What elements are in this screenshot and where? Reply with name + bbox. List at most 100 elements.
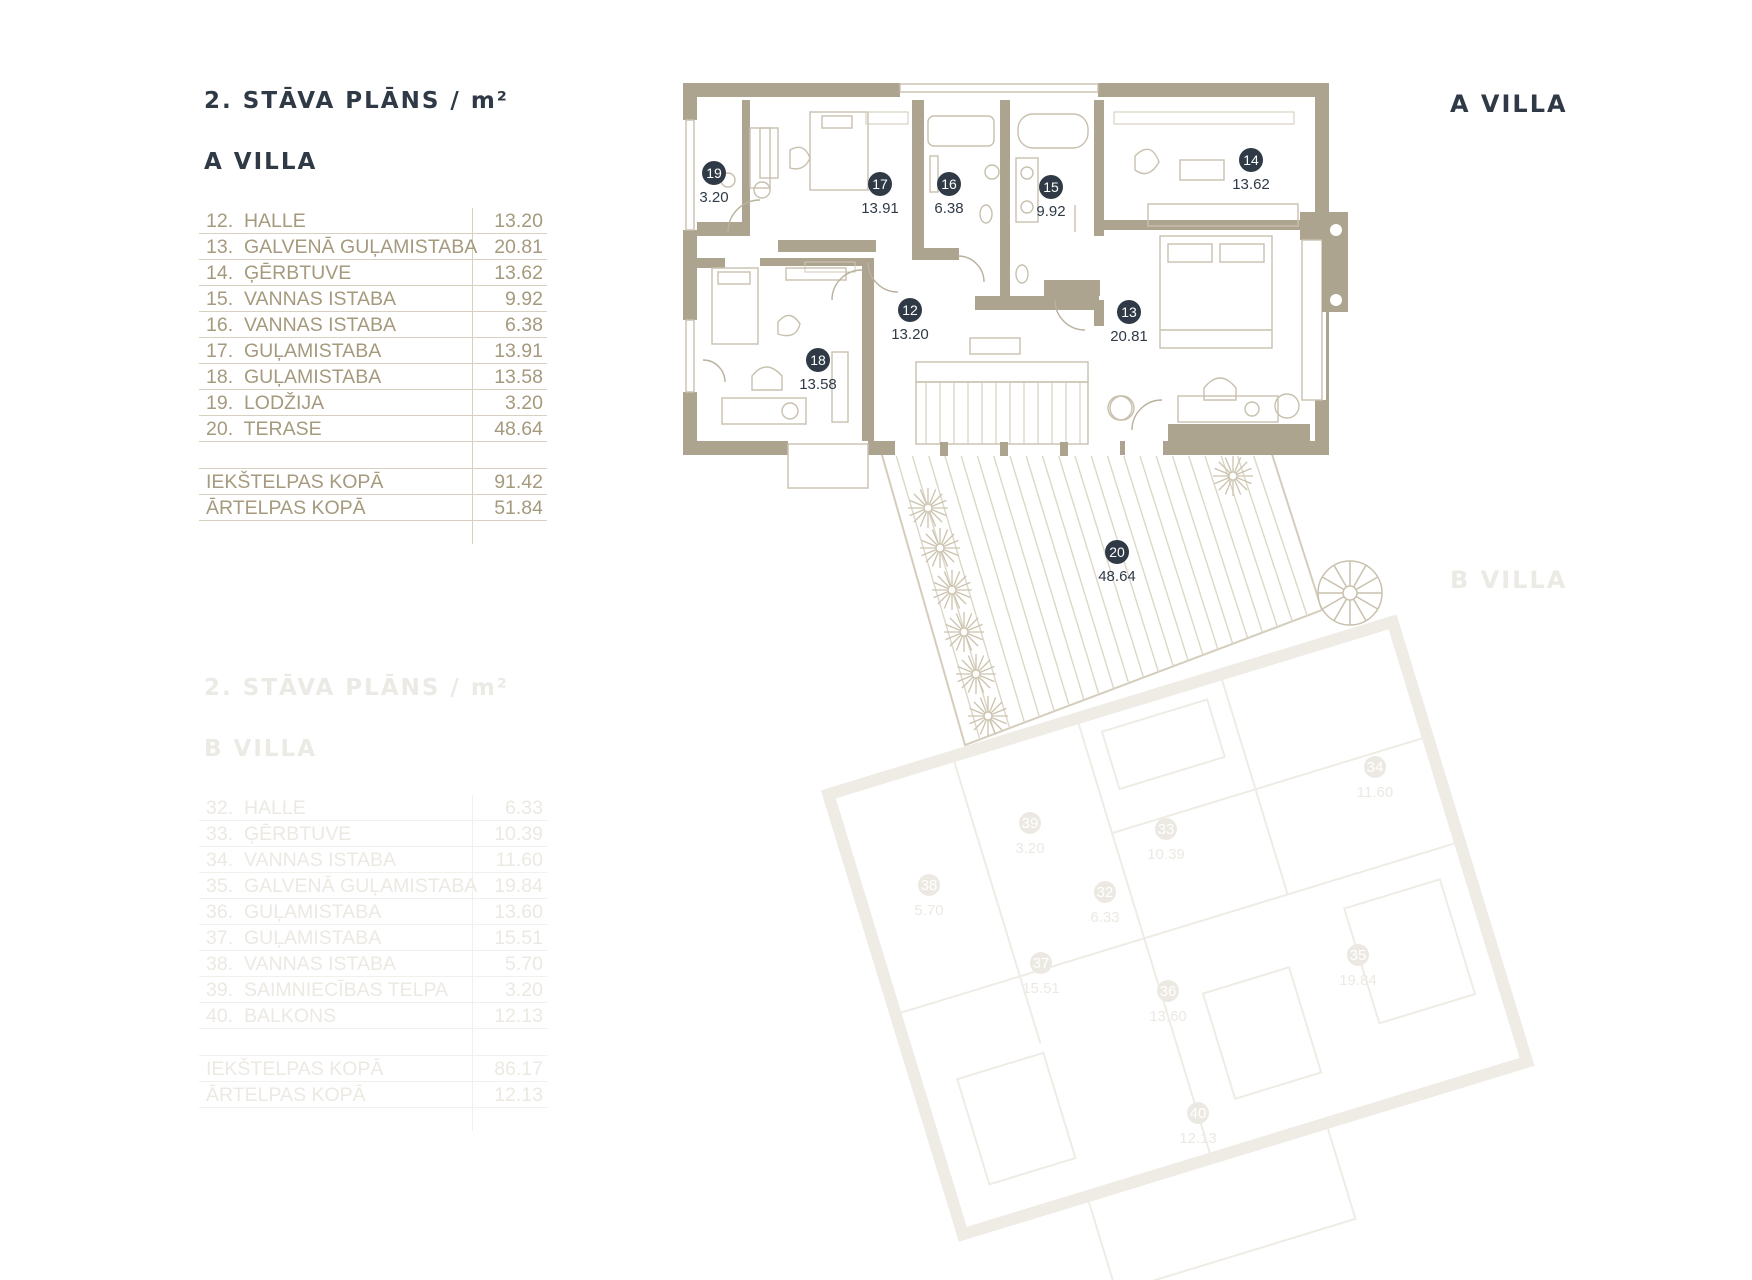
- table-spacer: [199, 442, 547, 469]
- column: [1107, 395, 1133, 421]
- bed: [809, 111, 869, 191]
- bench: [749, 127, 771, 189]
- plant: [1213, 456, 1253, 496]
- terrace-plank: [1139, 455, 1204, 656]
- wall: [924, 248, 959, 260]
- bed: [711, 267, 759, 345]
- svg-text:38: 38: [921, 877, 938, 894]
- terrace-plank: [1009, 455, 1085, 701]
- armchair: [1203, 377, 1237, 401]
- terrace-plank: [944, 455, 1026, 723]
- terrace-plank: [976, 455, 1055, 712]
- svg-text:14: 14: [1243, 152, 1259, 168]
- svg-text:13.20: 13.20: [891, 326, 929, 343]
- villa-b-bed: [1343, 878, 1477, 1025]
- terrace-plank: [1074, 455, 1145, 678]
- villa-b-bed: [955, 1051, 1077, 1186]
- window-frame: [685, 119, 695, 231]
- svg-text:13.60: 13.60: [1149, 1008, 1187, 1025]
- pillow: [821, 115, 853, 129]
- door-swing: [831, 269, 863, 301]
- svg-text:9.92: 9.92: [1036, 203, 1065, 220]
- badge-room-15: 159.92: [1036, 175, 1066, 220]
- plant-core: [1228, 471, 1238, 481]
- window-frame: [899, 83, 1099, 93]
- door-swing: [702, 359, 726, 383]
- villa-b-plan-label: B VILLA: [1450, 566, 1568, 594]
- doors: [702, 199, 1163, 431]
- svg-text:32: 32: [1097, 884, 1114, 901]
- plant-core: [923, 503, 933, 513]
- villa-b-subheading: B VILLA: [204, 736, 318, 762]
- svg-text:18: 18: [810, 352, 826, 368]
- svg-text:13.58: 13.58: [799, 376, 837, 393]
- pillow: [1219, 243, 1265, 263]
- terrace-plank: [960, 455, 1041, 718]
- terrace-plank: [1171, 455, 1234, 644]
- plant: [968, 696, 1008, 736]
- spiral-step: [1355, 576, 1379, 591]
- svg-text:19.84: 19.84: [1339, 972, 1377, 989]
- wall: [1094, 100, 1104, 236]
- wall: [862, 258, 874, 448]
- svg-text:3.20: 3.20: [1015, 840, 1044, 857]
- desk: [831, 351, 849, 423]
- villa-b-bed: [1201, 966, 1323, 1101]
- cabinet: [915, 361, 1089, 383]
- armchair: [751, 366, 783, 391]
- svg-text:19: 19: [706, 165, 722, 181]
- sink: [984, 164, 1000, 180]
- svg-text:6.38: 6.38: [934, 200, 963, 217]
- door-swing: [957, 255, 985, 283]
- terrace-plank: [1041, 455, 1115, 689]
- svg-text:5.70: 5.70: [914, 902, 943, 919]
- door-swing: [867, 261, 899, 293]
- spiral-step: [1352, 564, 1367, 588]
- spiral-step: [1352, 598, 1367, 622]
- svg-text:39: 39: [1022, 815, 1039, 832]
- table-divider: [472, 208, 473, 544]
- spiral-step: [1355, 595, 1379, 610]
- stair-steps: [925, 382, 1081, 444]
- villa-b-balcony: [1085, 1121, 1357, 1280]
- badge: 393.20: [1015, 812, 1045, 857]
- svg-text:40: 40: [1190, 1105, 1207, 1122]
- svg-text:15.51: 15.51: [1022, 980, 1060, 997]
- dresser: [1147, 203, 1299, 227]
- mullions: [940, 442, 1068, 456]
- terrace-plank: [1090, 455, 1160, 673]
- wall: [690, 222, 742, 236]
- plant: [932, 570, 972, 610]
- wall: [1098, 220, 1310, 230]
- villa-a-plan-label: A VILLA: [1450, 90, 1568, 118]
- wall: [742, 100, 750, 236]
- plant-core: [935, 543, 945, 553]
- door-swing: [1131, 399, 1163, 431]
- plant: [920, 528, 960, 568]
- svg-text:11.60: 11.60: [1357, 784, 1393, 801]
- svg-text:13: 13: [1121, 304, 1137, 320]
- villa-a-terrace: [878, 447, 1383, 747]
- terrace-plank: [1253, 455, 1308, 616]
- window-frames: [685, 83, 1323, 489]
- table-divider: [472, 795, 473, 1131]
- villa-a-floor-plan: [683, 83, 1348, 489]
- terrace-plank: [895, 455, 981, 740]
- svg-text:13.91: 13.91: [861, 200, 899, 217]
